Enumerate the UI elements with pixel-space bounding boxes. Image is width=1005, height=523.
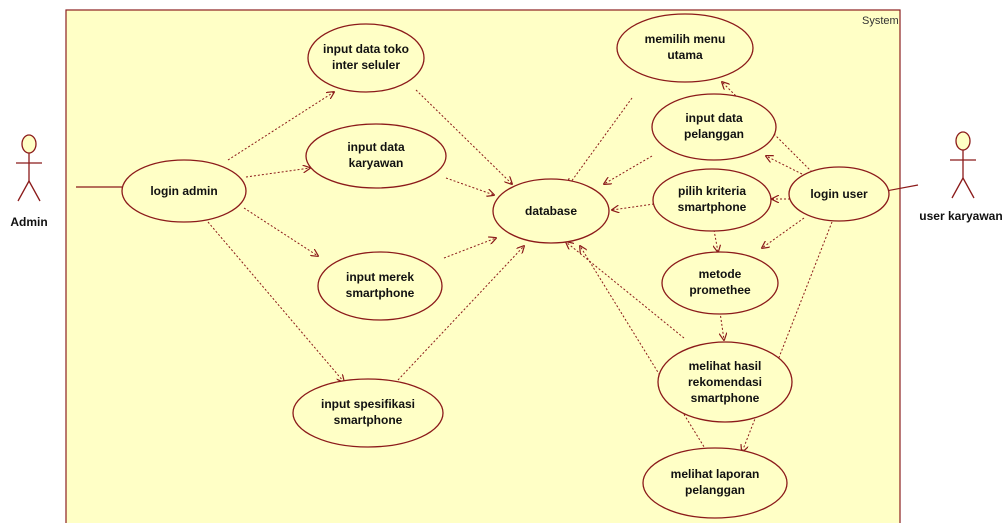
arrow-login-user-to-input-pelanggan <box>766 156 803 175</box>
arrow-login-user-to-metode <box>762 217 805 248</box>
arrow-login-admin-to-input-merek <box>243 207 318 256</box>
arrow-pilih-kriteria-to-database <box>612 203 655 210</box>
arrow-input-merek-to-database <box>443 238 496 259</box>
svg-text:login user: login user <box>810 187 868 201</box>
arrow-input-pelanggan-to-database <box>604 155 653 184</box>
system-boundary <box>65 9 901 523</box>
use-case-database: database <box>492 178 610 244</box>
use-case-login-admin: login admin <box>121 159 247 223</box>
system-label: System <box>862 15 899 27</box>
actor-admin-head <box>21 134 37 154</box>
actor-admin <box>16 134 42 202</box>
association-user-karyawan <box>885 184 919 192</box>
arrow-login-admin-to-input-toko <box>227 92 334 161</box>
arrow-login-admin-to-input-spesifikasi <box>207 221 344 382</box>
actor-user-karyawan-head <box>955 131 971 151</box>
arrow-login-admin-to-input-karyawan <box>245 168 310 178</box>
arrow-input-spesifikasi-to-database <box>397 246 524 381</box>
actor-user-karyawan-label: user karyawan <box>919 209 1002 223</box>
use-case-login-user: login user <box>788 166 890 222</box>
arrow-input-karyawan-to-database <box>445 177 494 195</box>
arrow-metode-to-melihat-hasil <box>720 311 724 340</box>
actor-user-karyawan <box>950 131 976 199</box>
actor-admin-label: Admin <box>10 215 47 229</box>
arrow-login-user-to-memilih-menu <box>722 82 813 173</box>
dependency-lines <box>207 82 833 452</box>
svg-text:login admin: login admin <box>150 184 217 198</box>
arrow-melihat-hasil-to-database <box>566 242 685 339</box>
svg-text:database: database <box>525 204 577 218</box>
